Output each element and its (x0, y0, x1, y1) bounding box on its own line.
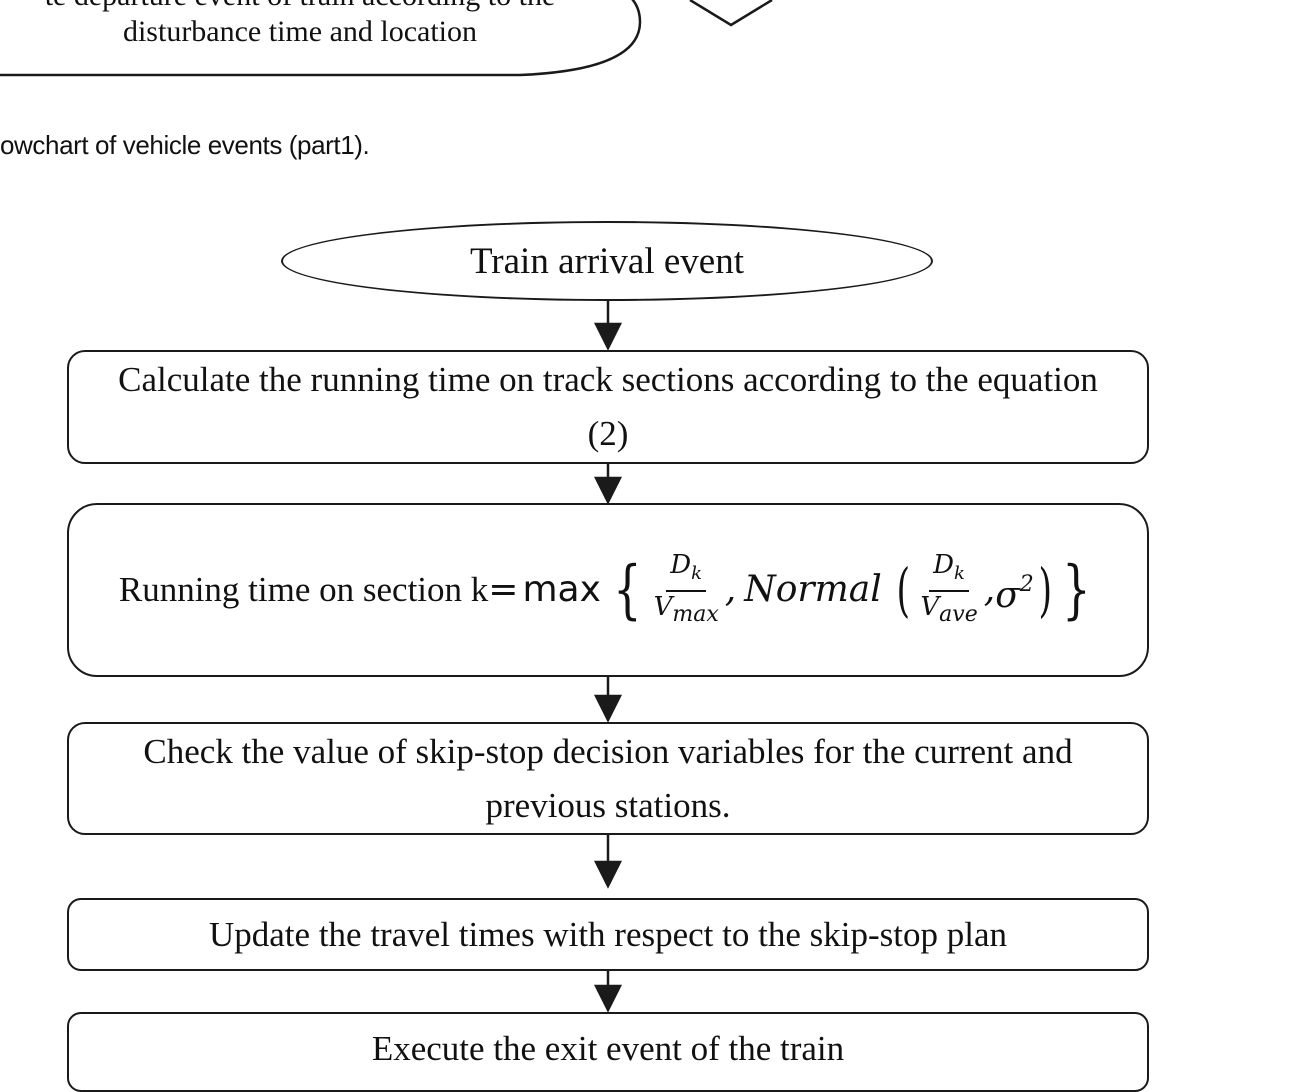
formula-paren-open: ( (896, 556, 910, 624)
formula-paren-close: ) (1038, 556, 1052, 624)
formula-comma-2: , (983, 569, 996, 610)
formula-sigma: σ2 (995, 558, 1034, 623)
top-partial-text: te departure event of train according to… (20, 0, 580, 50)
formula-equals: = (488, 569, 519, 610)
start-label: Train arrival event (470, 240, 744, 282)
formula-comma-1: , (724, 569, 737, 610)
step-update-travel-times: Update the travel times with respect to … (67, 898, 1149, 971)
frac1-denominator-sub: max (672, 601, 719, 627)
formula-fraction-2: Dk Vave (918, 550, 979, 629)
formula-brace-close: } (1062, 553, 1092, 627)
step-running-time-formula: Running time on section k = max { Dk Vma… (67, 503, 1149, 677)
formula-max: max (522, 569, 601, 610)
figure-caption: owchart of vehicle events (part1). (0, 130, 370, 160)
frac1-numerator-sub: k (691, 563, 703, 585)
top-terminal-fragment (0, 0, 642, 77)
frac2-numerator-sub: k (954, 563, 965, 585)
running-time-formula: Running time on section k = max { Dk Vma… (119, 550, 1097, 629)
step5-label: Execute the exit event of the train (371, 1029, 845, 1068)
sigma-symbol: σ (995, 574, 1020, 616)
formula-fraction-1: Dk Vmax (652, 550, 721, 629)
top-line1: te departure event of train according to… (20, 0, 580, 14)
sigma-superscript: 2 (1019, 571, 1034, 597)
formula-normal: Normal (744, 569, 882, 610)
frac1-numerator: D (670, 550, 692, 581)
frac2-denominator-sub: ave (939, 601, 978, 627)
step-calculate-running-time: Calculate the running time on track sect… (67, 350, 1149, 464)
frac2-numerator: D (933, 550, 955, 581)
frac2-denominator: V (920, 591, 940, 622)
step1-label: Calculate the running time on track sect… (118, 360, 1098, 453)
top-line2: disturbance time and location (122, 15, 478, 48)
step3-label: Check the value of skip-stop decision va… (143, 731, 1073, 825)
formula-brace-open: { (612, 553, 642, 627)
start-terminal: Train arrival event (281, 221, 933, 301)
step4-label: Update the travel times with respect to … (209, 914, 1007, 954)
decision-diamond-fragment (689, 0, 773, 27)
step-check-skip-stop: Check the value of skip-stop decision va… (67, 722, 1149, 835)
formula-label: Running time on section k (118, 570, 489, 609)
step-execute-exit-event: Execute the exit event of the train (67, 1012, 1149, 1092)
frac1-denominator: V (653, 591, 673, 622)
